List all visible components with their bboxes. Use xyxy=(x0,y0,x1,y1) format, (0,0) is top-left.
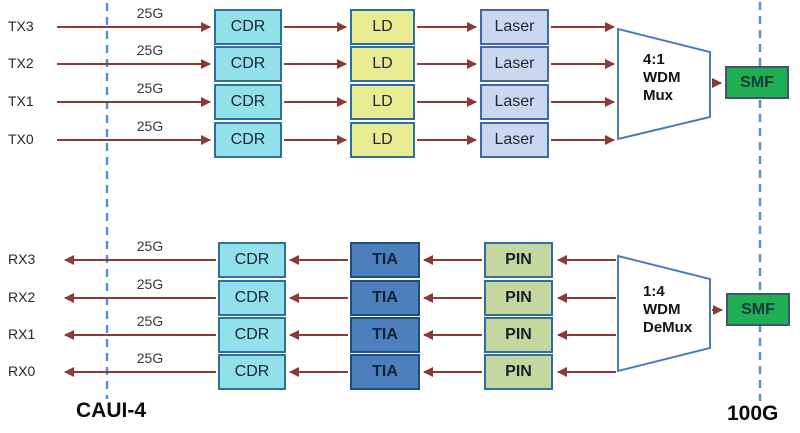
tx-cdr-box: CDR xyxy=(214,46,282,82)
laser-box: Laser xyxy=(480,122,549,158)
pin-box: PIN xyxy=(484,280,553,316)
rx-lane-label: RX0 xyxy=(8,363,36,379)
tx-lane-label: TX0 xyxy=(8,131,34,147)
demux-wdm-text: WDM xyxy=(643,301,681,318)
wdm-demux-shape xyxy=(617,254,711,373)
rx-smf-box: SMF xyxy=(726,293,790,326)
rate-label: 25G xyxy=(136,80,164,96)
tx-cdr-box: CDR xyxy=(214,9,282,45)
ld-box: LD xyxy=(350,122,415,158)
rate-label: 25G xyxy=(136,118,164,134)
laser-box: Laser xyxy=(480,46,549,82)
rx-cdr-box: CDR xyxy=(218,317,286,353)
bus-100g-label: 100G xyxy=(727,402,779,425)
demux-type-text: DeMux xyxy=(643,319,693,336)
tx-cdr-box: CDR xyxy=(214,84,282,120)
mux-wdm-text: WDM xyxy=(643,69,681,86)
tia-box: TIA xyxy=(350,354,420,390)
tia-box: TIA xyxy=(350,317,420,353)
rate-label: 25G xyxy=(136,238,164,254)
wdm-mux-label: 4:1 WDM Mux xyxy=(643,51,713,105)
tx-lane-label: TX3 xyxy=(8,18,34,34)
laser-box: Laser xyxy=(480,9,549,45)
rate-label: 25G xyxy=(136,276,164,292)
rate-label: 25G xyxy=(136,313,164,329)
mux-type-text: Mux xyxy=(643,87,673,104)
ld-box: LD xyxy=(350,46,415,82)
rate-label: 25G xyxy=(136,5,164,21)
tx-lane-label: TX1 xyxy=(8,93,34,109)
rate-label: 25G xyxy=(136,350,164,366)
caui4-bus-label: CAUI-4 xyxy=(76,399,147,422)
demux-ratio-text: 1:4 xyxy=(643,283,665,300)
tx-cdr-box: CDR xyxy=(214,122,282,158)
tia-box: TIA xyxy=(350,280,420,316)
rx-arrows xyxy=(64,255,723,377)
laser-box: Laser xyxy=(480,84,549,120)
tx-smf-box: SMF xyxy=(725,66,789,99)
rx-lane-label: RX1 xyxy=(8,326,36,342)
pin-box: PIN xyxy=(484,354,553,390)
pin-box: PIN xyxy=(484,242,553,278)
rx-lane-label: RX3 xyxy=(8,251,36,267)
tx-lane-label: TX2 xyxy=(8,55,34,71)
wdm-mux-shape xyxy=(617,27,711,141)
rx-cdr-box: CDR xyxy=(218,242,286,278)
rx-cdr-box: CDR xyxy=(218,280,286,316)
rate-label: 25G xyxy=(136,42,164,58)
ld-box: LD xyxy=(350,84,415,120)
rx-cdr-box: CDR xyxy=(218,354,286,390)
wdm-demux-label: 1:4 WDM DeMux xyxy=(643,283,713,337)
rx-lane-label: RX2 xyxy=(8,289,36,305)
ld-box: LD xyxy=(350,9,415,45)
pin-box: PIN xyxy=(484,317,553,353)
tia-box: TIA xyxy=(350,242,420,278)
module-boundary-lines xyxy=(105,2,762,401)
mux-ratio-text: 4:1 xyxy=(643,51,665,68)
tx-arrows xyxy=(57,22,722,145)
